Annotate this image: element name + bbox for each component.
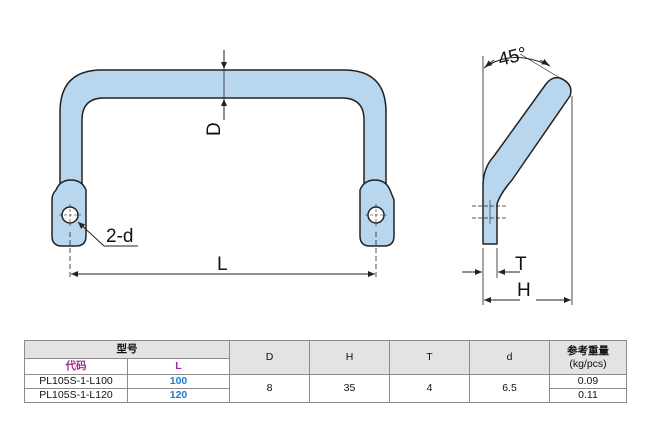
- l-header: L: [127, 358, 230, 375]
- label-L: L: [217, 254, 228, 275]
- label-D: D: [204, 122, 225, 136]
- col-d-header: d: [469, 340, 550, 375]
- label-angle: 45°: [496, 44, 529, 71]
- col-D-header: D: [229, 340, 310, 375]
- label-hole: 2-d: [106, 226, 133, 247]
- row-L: 120: [127, 388, 230, 403]
- cell-D: 8: [229, 374, 310, 403]
- front-view: D L 2-d: [51, 50, 395, 280]
- row-code: PL105S-1-L100: [24, 374, 128, 389]
- weight-header-line1: 参考重量: [567, 344, 609, 357]
- table-row: PL105S-1-L100 100 8 35 4 6.5 0.09: [24, 374, 627, 403]
- col-T-header: T: [389, 340, 470, 375]
- row-weight: 0.09: [549, 374, 627, 389]
- cell-T: 4: [389, 374, 470, 403]
- model-header: 型号: [24, 340, 230, 359]
- col-H-header: H: [309, 340, 390, 375]
- row-code: PL105S-1-L120: [24, 388, 128, 403]
- weight-header-line2: (kg/pcs): [569, 357, 607, 370]
- side-view: 45° T H: [462, 44, 573, 305]
- spec-table: 型号 D H T d 参考重量 (kg/pcs) 代码 L PL105S-1-L…: [24, 340, 627, 403]
- row-weight: 0.11: [549, 388, 627, 403]
- cell-H: 35: [309, 374, 390, 403]
- cell-d: 6.5: [469, 374, 550, 403]
- label-H: H: [517, 280, 531, 301]
- code-header: 代码: [24, 358, 128, 375]
- technical-drawing: D L 2-d 45° T H: [51, 44, 573, 305]
- weight-header: 参考重量 (kg/pcs): [549, 340, 627, 375]
- row-L: 100: [127, 374, 230, 389]
- side-profile: [482, 76, 572, 245]
- table-row: PL105S-1-L120 120 0.11: [24, 388, 627, 403]
- label-T: T: [515, 254, 527, 275]
